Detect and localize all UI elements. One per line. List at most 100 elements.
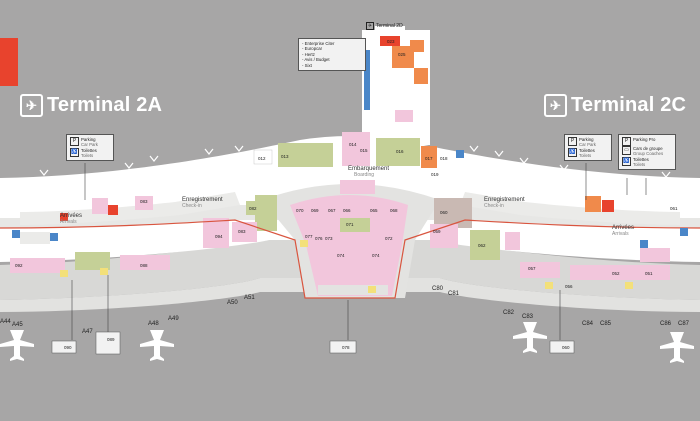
terminal-2c-title: ✈ Terminal 2C	[544, 94, 686, 117]
checkin-right-label: Check-in	[484, 203, 504, 209]
plane-icon: ✈	[544, 94, 567, 117]
shop-code: 052	[612, 271, 620, 276]
callout-parking-en: Car Park	[579, 142, 596, 148]
right-checkin-block	[460, 192, 680, 225]
svg-text:C81: C81	[448, 291, 460, 297]
plane-icon	[140, 330, 174, 361]
shop-code: 074	[372, 253, 380, 258]
gate-labels: A44 A45 A47 A48 A49 A50 A51 C80 C81 C82 …	[0, 286, 690, 335]
terminal-2c-title-text: Terminal 2C	[571, 94, 687, 116]
shop-code: 070	[296, 208, 304, 213]
shop-088	[120, 255, 170, 270]
shop-052	[570, 265, 670, 280]
callout-toilettes: Toilettes	[633, 156, 649, 162]
svg-text:A44: A44	[0, 319, 11, 325]
shop-code: 060	[440, 210, 448, 215]
svg-text:C80: C80	[432, 286, 444, 292]
toilets-icon: ♿	[568, 147, 577, 157]
shop-code: 088	[140, 263, 148, 268]
arrow-icons	[39, 145, 671, 178]
rental-item: - Enterprise Citer	[302, 41, 335, 46]
bottom-label-060: 060	[562, 345, 570, 350]
left-red-tab	[0, 38, 18, 86]
shop-code: 018	[440, 156, 448, 161]
shop-code: 057	[528, 266, 536, 271]
car-rental-callout: - Enterprise Citer - Europcar - Hertz - …	[298, 38, 366, 72]
arrivees-right-label: Arrivées	[612, 225, 634, 231]
terminal-2a-title: ✈ Terminal 2A	[20, 94, 162, 117]
shop-code: 072	[385, 236, 393, 241]
shop-code: 059	[433, 229, 441, 234]
boarding-label: Boarding	[354, 172, 374, 178]
plane-icon	[660, 332, 694, 363]
callout-toilettes: Toilettes	[81, 147, 97, 153]
embarquement-label: Embarquement	[348, 166, 389, 172]
enregistrement-right-label: Enregistrement	[484, 197, 525, 203]
callout-toilettes: Toilettes	[579, 147, 595, 153]
arrivals-left-label: Arrivals	[60, 219, 77, 225]
bottom-label-boxes: 090 089 078 060	[51, 331, 575, 355]
shop-code: 019	[431, 172, 439, 177]
terminal-2d-label: ✈ Terminal 2D	[366, 22, 403, 30]
callout-terminal-2c-pro: P Parking Pro ▭ Cars de groupe Group Coa…	[618, 134, 676, 171]
shop-013	[278, 143, 333, 167]
shop-code: 016	[396, 149, 404, 154]
svg-text:A51: A51	[244, 295, 255, 301]
bottom-label-089: 089	[107, 337, 115, 342]
left-checkin-block	[20, 192, 240, 225]
svg-text:C83: C83	[522, 314, 534, 320]
bottom-label-078: 078	[342, 345, 350, 350]
svg-text:C84: C84	[582, 321, 594, 327]
terminal-2a-title-text: Terminal 2A	[47, 94, 163, 116]
shop-code: 092	[15, 263, 23, 268]
plane-icon	[0, 330, 34, 361]
callout-cars-groupe-en: Group Coaches	[633, 151, 664, 157]
shop-code: 023	[387, 39, 395, 44]
shop-012	[253, 149, 273, 165]
airside-boundary	[0, 219, 700, 299]
shop-code: 076	[315, 236, 323, 241]
shop-014	[342, 132, 370, 166]
svg-text:A45: A45	[12, 322, 23, 328]
callout-parking-en: Car Park	[81, 142, 98, 148]
shop-017	[421, 146, 437, 168]
arrivals-right-label: Arrivals	[612, 231, 629, 237]
rental-item: - Hertz	[302, 51, 315, 57]
shop-code: 067	[328, 208, 336, 213]
svg-text:C85: C85	[600, 321, 612, 327]
shop-code: 013	[281, 154, 289, 159]
parking-icon: P	[622, 137, 631, 146]
shop-code: 025	[398, 52, 406, 57]
terminal-2d-stairs	[375, 26, 405, 38]
shop-code: 056	[565, 284, 573, 289]
rental-item: - Sixt	[302, 62, 312, 68]
callout-terminal-2a: P Parking Car Park ♿ Toilettes Toilets	[66, 134, 114, 162]
arrivees-left-label: Arrivées	[60, 213, 82, 219]
security-zone	[340, 218, 370, 232]
plane-icon	[513, 322, 547, 353]
rental-item: - Avis / Budget	[302, 57, 330, 63]
shop-016	[376, 138, 420, 166]
terminal-2d-label-text: Terminal 2D	[376, 23, 403, 29]
toilets-icon: ♿	[70, 147, 79, 157]
shop-code: 051	[645, 271, 653, 276]
shop-code: 014	[349, 142, 357, 147]
bus-icon: ▭	[622, 146, 631, 155]
parking-icon: P	[70, 137, 79, 146]
shop-code: 083	[238, 229, 246, 234]
callout-parking: Parking	[579, 137, 594, 142]
shop-code: 062	[478, 243, 486, 248]
shop-code: 077	[305, 234, 313, 239]
svg-text:C82: C82	[503, 310, 515, 316]
apron-strip	[0, 278, 700, 312]
bottom-label-090: 090	[64, 345, 72, 350]
callout-toilets-en: Toilets	[81, 152, 94, 158]
checkin-left-label: Check-in	[182, 203, 202, 209]
svg-text:C87: C87	[678, 321, 690, 327]
callout-parking-pro: Parking Pro	[633, 137, 656, 142]
shop-code: 066	[343, 208, 351, 213]
shop-code: 073	[325, 236, 333, 241]
svg-text:A49: A49	[168, 316, 179, 322]
